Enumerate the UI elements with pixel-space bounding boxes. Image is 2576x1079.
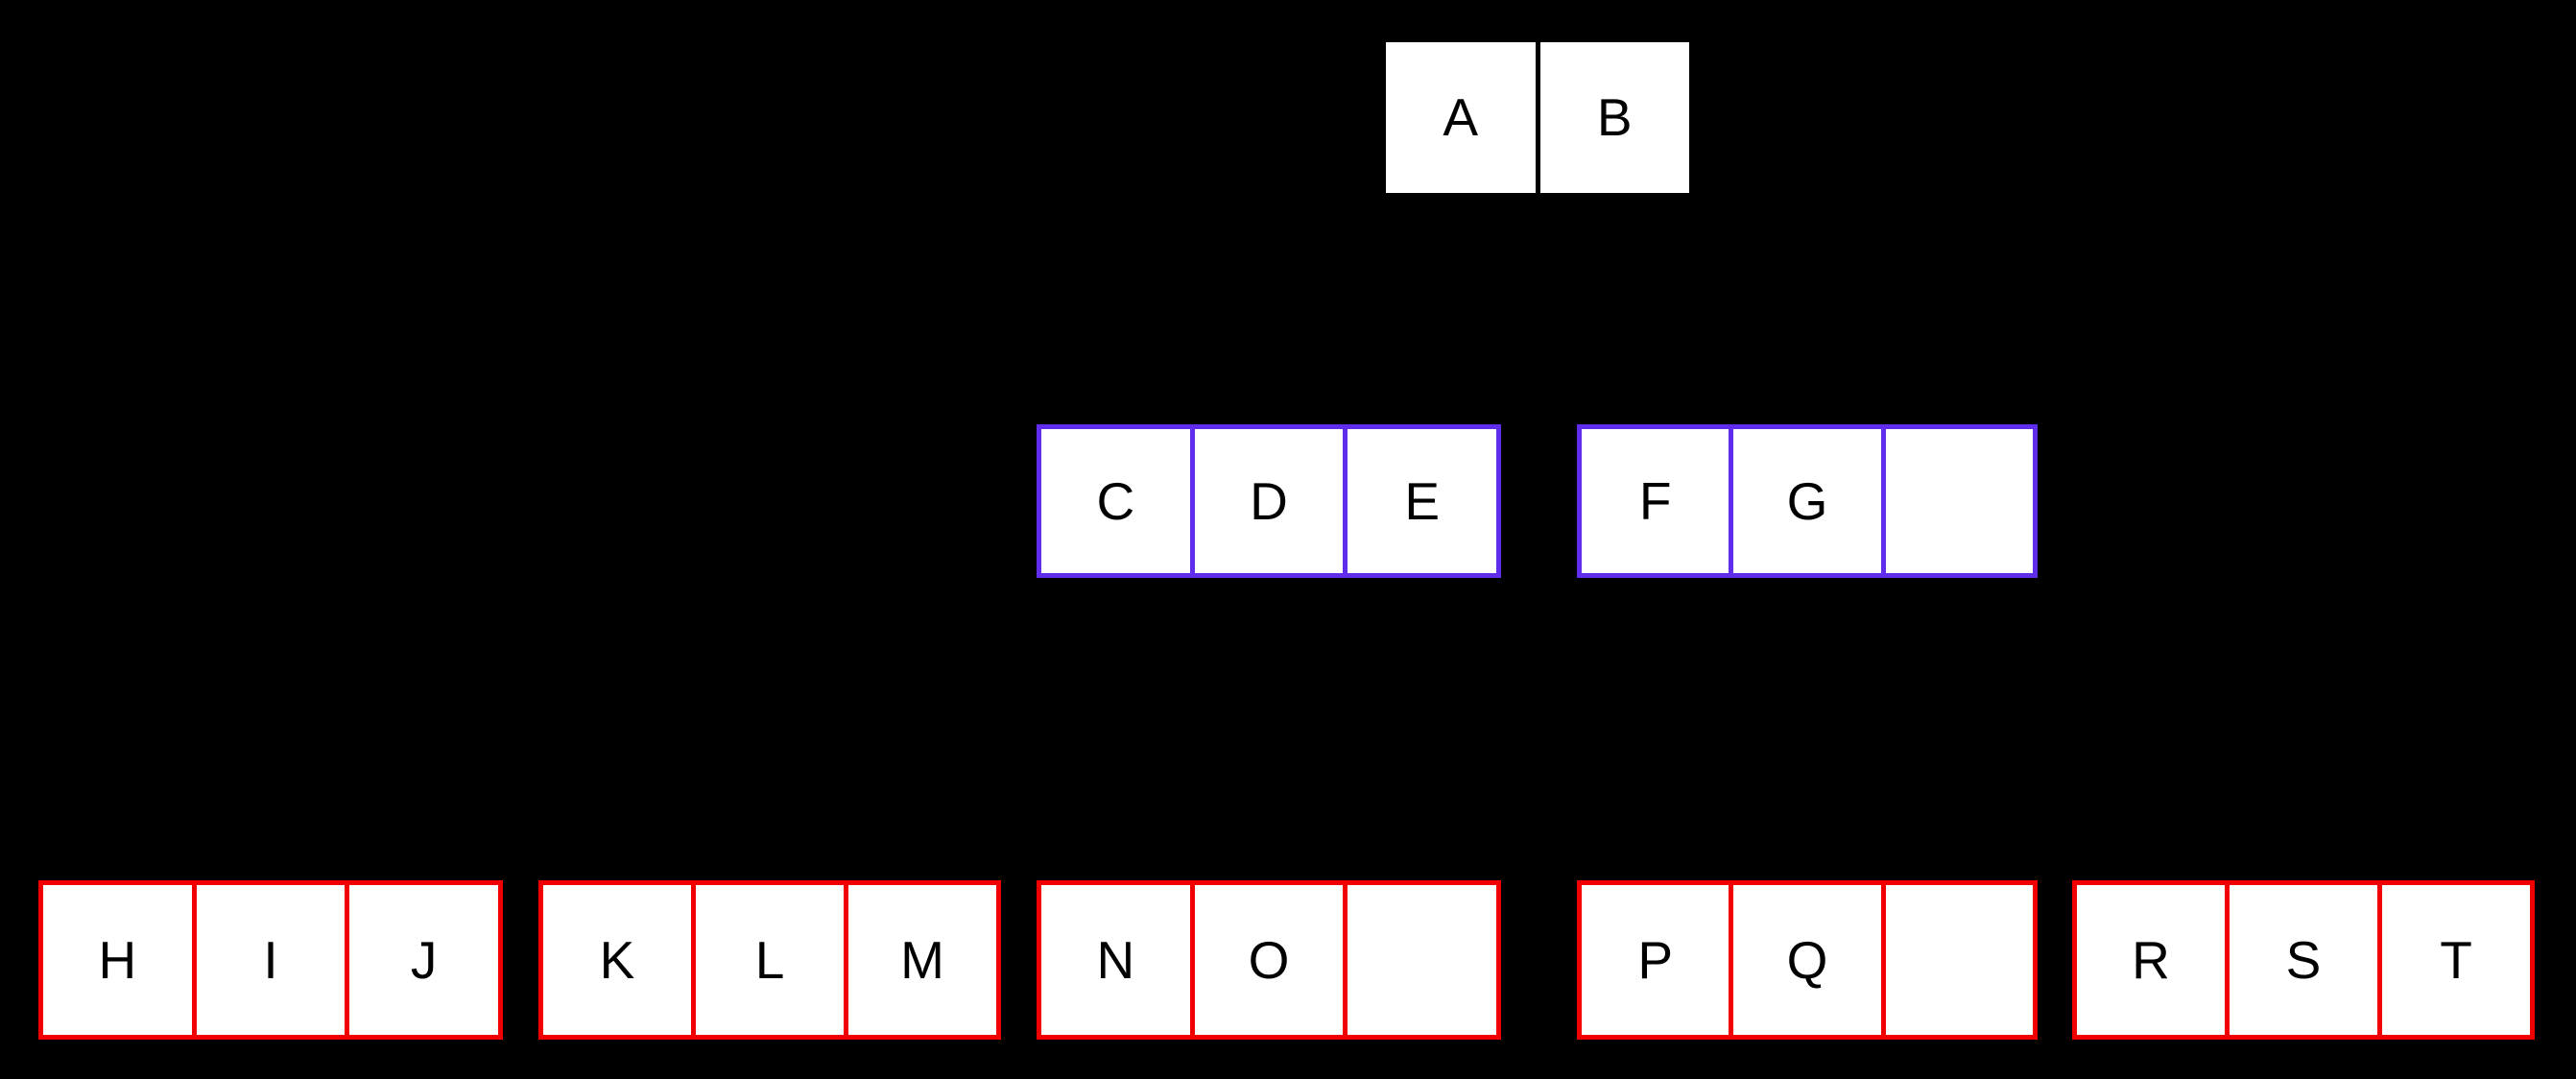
btree-cell-key: N: [1041, 885, 1190, 1035]
btree-cell-key: R: [2077, 885, 2225, 1035]
btree-cell-key: J: [345, 885, 499, 1035]
btree-cell-key: P: [1582, 885, 1729, 1035]
btree-cell-key: S: [2225, 885, 2377, 1035]
btree-cell-key: I: [191, 885, 346, 1035]
btree-cell-key: T: [2377, 885, 2530, 1035]
btree-cell-key: C: [1041, 429, 1190, 573]
btree-cell-key: D: [1189, 429, 1344, 573]
btree-cell-empty: [1880, 429, 2033, 573]
btree-cell-key: A: [1386, 42, 1536, 193]
btree-cell-key: B: [1535, 42, 1689, 193]
btree-cell-key: O: [1189, 885, 1344, 1035]
btree-cell-empty: [1880, 885, 2033, 1035]
btree-cell-key: Q: [1729, 885, 1881, 1035]
btree-cell-key: G: [1729, 429, 1881, 573]
btree-cell-key: K: [543, 885, 691, 1035]
btree-cell-empty: [1343, 885, 1497, 1035]
btree-cell-key: M: [844, 885, 996, 1035]
btree-cell-key: H: [43, 885, 192, 1035]
btree-cell-key: L: [691, 885, 844, 1035]
btree-cell-key: F: [1582, 429, 1729, 573]
btree-cell-key: E: [1343, 429, 1497, 573]
